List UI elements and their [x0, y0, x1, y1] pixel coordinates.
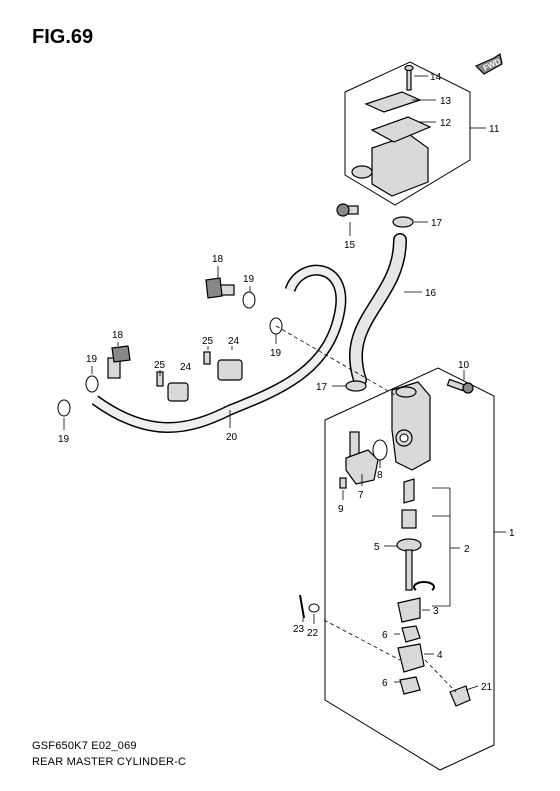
hose-clamp	[167, 359, 243, 402]
callout-7: 7	[358, 490, 364, 501]
hose-joint	[345, 431, 379, 485]
callout-9: 9	[338, 504, 344, 515]
model-code: GSF650K7 E02_069	[32, 740, 137, 752]
boot	[397, 597, 421, 623]
reservoir-bolt	[336, 203, 359, 217]
callout-13: 13	[440, 96, 452, 107]
piston-set	[396, 478, 422, 591]
callout-2: 2	[464, 544, 470, 555]
push-rod-nut-bottom	[399, 676, 421, 695]
callout-19-c: 19	[86, 354, 98, 365]
clevis	[397, 643, 425, 673]
callout-6-lower: 6	[382, 678, 388, 689]
reservoir-frame	[344, 61, 471, 206]
callout-24-a: 24	[180, 362, 192, 373]
callout-19-a: 19	[243, 274, 255, 285]
union-bolt-lower	[107, 345, 131, 379]
circlip	[413, 581, 435, 591]
cotter-pin	[299, 594, 305, 619]
washer	[308, 603, 320, 613]
o-ring	[372, 439, 388, 461]
callout-15: 15	[344, 240, 356, 251]
clevis-pin	[449, 685, 471, 707]
callout-16: 16	[425, 288, 437, 299]
reservoir-tank	[351, 91, 432, 197]
alignment-lines	[275, 325, 457, 693]
mounting-bolt	[446, 378, 474, 394]
callout-23: 23	[293, 624, 305, 635]
union-bolt-upper	[205, 277, 235, 299]
hose-clamp-upper	[392, 216, 414, 228]
leader-lines	[63, 75, 506, 691]
callout-10: 10	[458, 360, 470, 371]
joint-screw	[339, 477, 347, 489]
push-rod-nut-top	[401, 625, 421, 643]
callout-3: 3	[433, 606, 439, 617]
callout-1: 1	[509, 528, 515, 539]
callout-18-lower: 18	[112, 330, 124, 341]
callout-12: 12	[440, 118, 452, 129]
callout-11: 11	[489, 124, 500, 135]
callout-14: 14	[430, 72, 442, 83]
callout-19-b: 19	[270, 348, 282, 359]
callout-25-b: 25	[202, 336, 214, 347]
svg-text:FWD: FWD	[482, 57, 503, 73]
gasket-washer-c	[85, 375, 99, 393]
master-cylinder-frame	[324, 367, 495, 771]
callout-18-upper: 18	[212, 254, 224, 265]
callout-24-b: 24	[228, 336, 240, 347]
gasket-washer-a	[242, 291, 256, 309]
callout-20: 20	[226, 432, 238, 443]
callout-5: 5	[374, 542, 380, 553]
hose-clamp-lower	[345, 380, 367, 392]
callout-4: 4	[437, 650, 443, 661]
gasket-washer-d	[57, 399, 71, 417]
callout-19-d: 19	[58, 434, 70, 445]
callout-8: 8	[377, 470, 383, 481]
fwd-arrow-icon: FWD	[474, 53, 503, 75]
figure-title: FIG.69	[32, 26, 94, 48]
callout-22: 22	[307, 628, 319, 639]
reservoir-screw	[404, 64, 414, 91]
master-cylinder-body	[391, 381, 431, 471]
figure-caption: REAR MASTER CYLINDER-C	[32, 756, 187, 768]
callout-6-upper: 6	[382, 630, 388, 641]
callout-25-a: 25	[154, 360, 166, 371]
callout-21: 21	[481, 682, 493, 693]
callout-17-lower: 17	[316, 382, 328, 393]
callout-17-upper: 17	[431, 218, 443, 229]
